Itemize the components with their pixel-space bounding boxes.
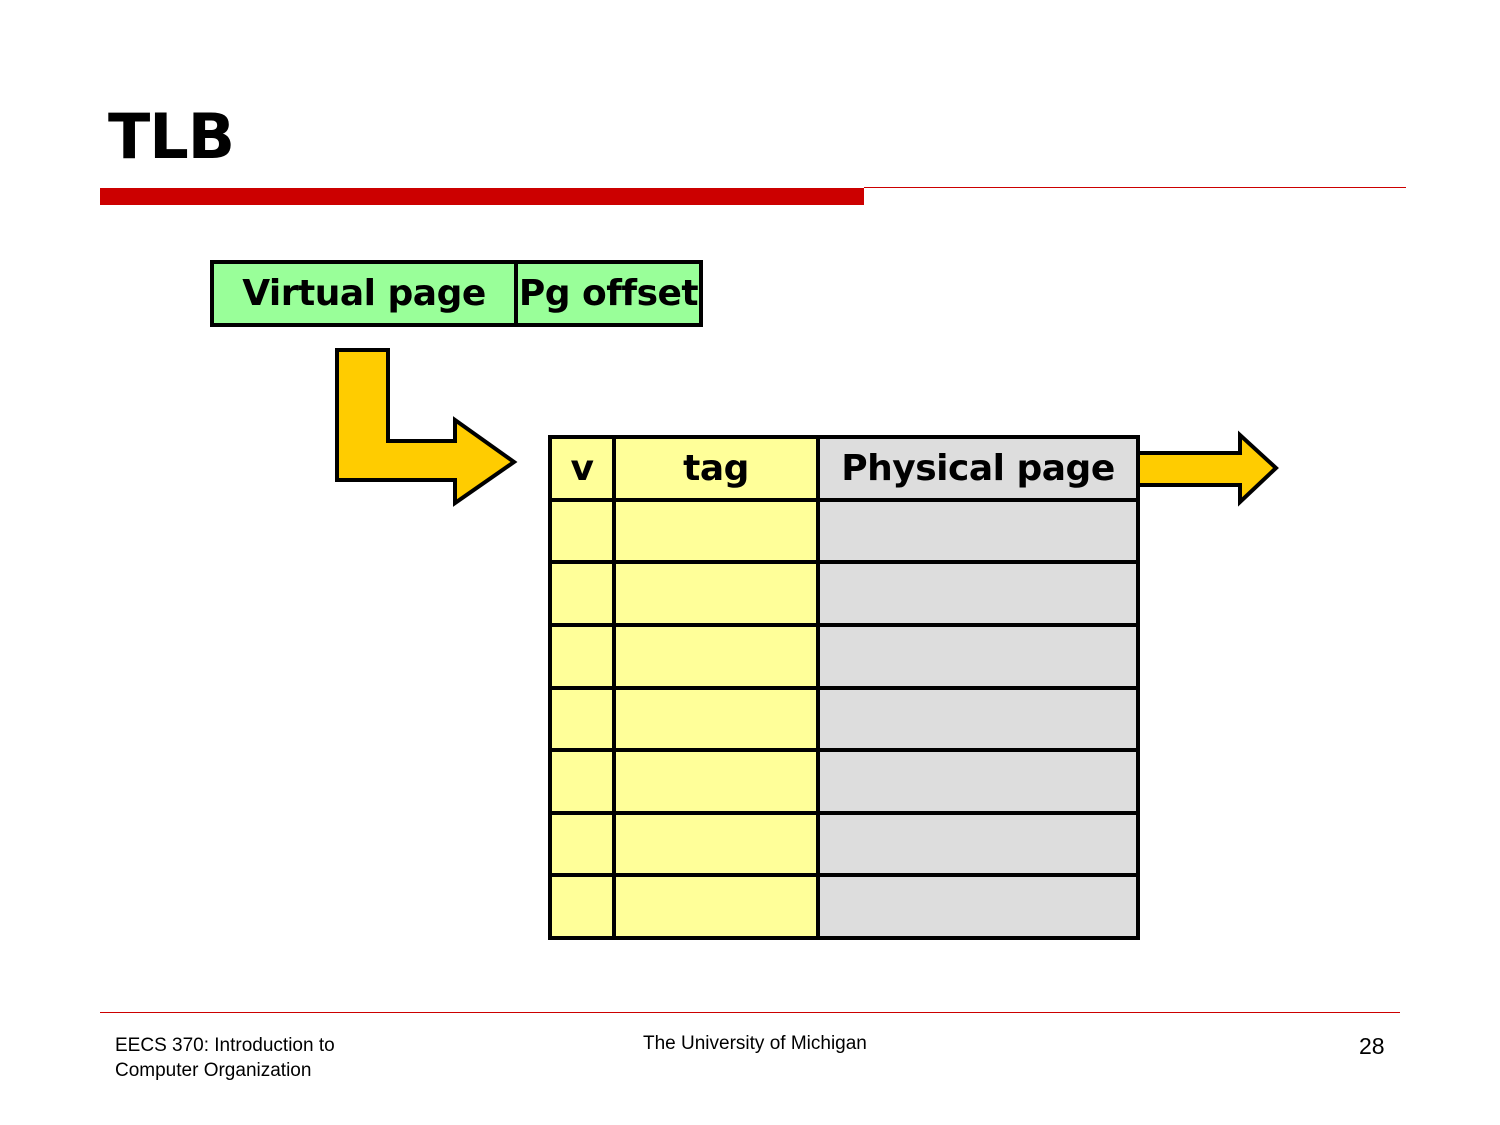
footer-institution: The University of Michigan bbox=[643, 1033, 867, 1054]
virtual-page-field: Virtual page bbox=[214, 264, 518, 323]
title-underline-thick bbox=[100, 188, 864, 205]
tlb-cell-tag bbox=[616, 877, 816, 936]
tlb-cell-tag bbox=[616, 626, 816, 686]
tlb-cell-tag bbox=[616, 814, 816, 874]
tlb-cell-valid bbox=[552, 501, 612, 561]
tlb-cell-physical-page bbox=[820, 877, 1136, 936]
tlb-header-tag: tag bbox=[616, 439, 816, 498]
tlb-cell-physical-page bbox=[820, 814, 1136, 874]
tlb-header-physical-page: Physical page bbox=[820, 439, 1136, 498]
tlb-cell-physical-page bbox=[820, 626, 1136, 686]
title-underline-thin bbox=[864, 187, 1406, 188]
tlb-cell-physical-page bbox=[820, 564, 1136, 623]
footer-rule bbox=[100, 1012, 1400, 1013]
slide-title: TLB bbox=[108, 100, 235, 173]
output-arrow bbox=[1136, 430, 1279, 507]
tlb-cell-tag bbox=[616, 564, 816, 623]
tlb-cell-physical-page bbox=[820, 752, 1136, 811]
tlb-cell-valid bbox=[552, 752, 612, 811]
tlb-cell-tag bbox=[616, 501, 816, 561]
tlb-cell-valid bbox=[552, 626, 612, 686]
footer-course: EECS 370: Introduction to Computer Organ… bbox=[115, 1033, 335, 1083]
tlb-header-v: v bbox=[552, 439, 612, 498]
tlb-cell-valid bbox=[552, 689, 612, 749]
footer-course-line1: EECS 370: Introduction to bbox=[115, 1035, 335, 1056]
tlb-cell-tag bbox=[616, 752, 816, 811]
tlb-table: v tag Physical page bbox=[548, 435, 1140, 940]
virtual-address-box: Virtual page Pg offset bbox=[210, 260, 703, 327]
tlb-cell-physical-page bbox=[820, 501, 1136, 561]
page-offset-field: Pg offset bbox=[518, 273, 699, 314]
page-number: 28 bbox=[1359, 1033, 1385, 1059]
footer-course-line2: Computer Organization bbox=[115, 1060, 312, 1081]
tlb-cell-valid bbox=[552, 814, 612, 874]
tlb-cell-valid bbox=[552, 877, 612, 936]
lookup-arrow bbox=[335, 348, 518, 507]
tlb-cell-tag bbox=[616, 689, 816, 749]
tlb-cell-physical-page bbox=[820, 689, 1136, 749]
tlb-cell-valid bbox=[552, 564, 612, 623]
